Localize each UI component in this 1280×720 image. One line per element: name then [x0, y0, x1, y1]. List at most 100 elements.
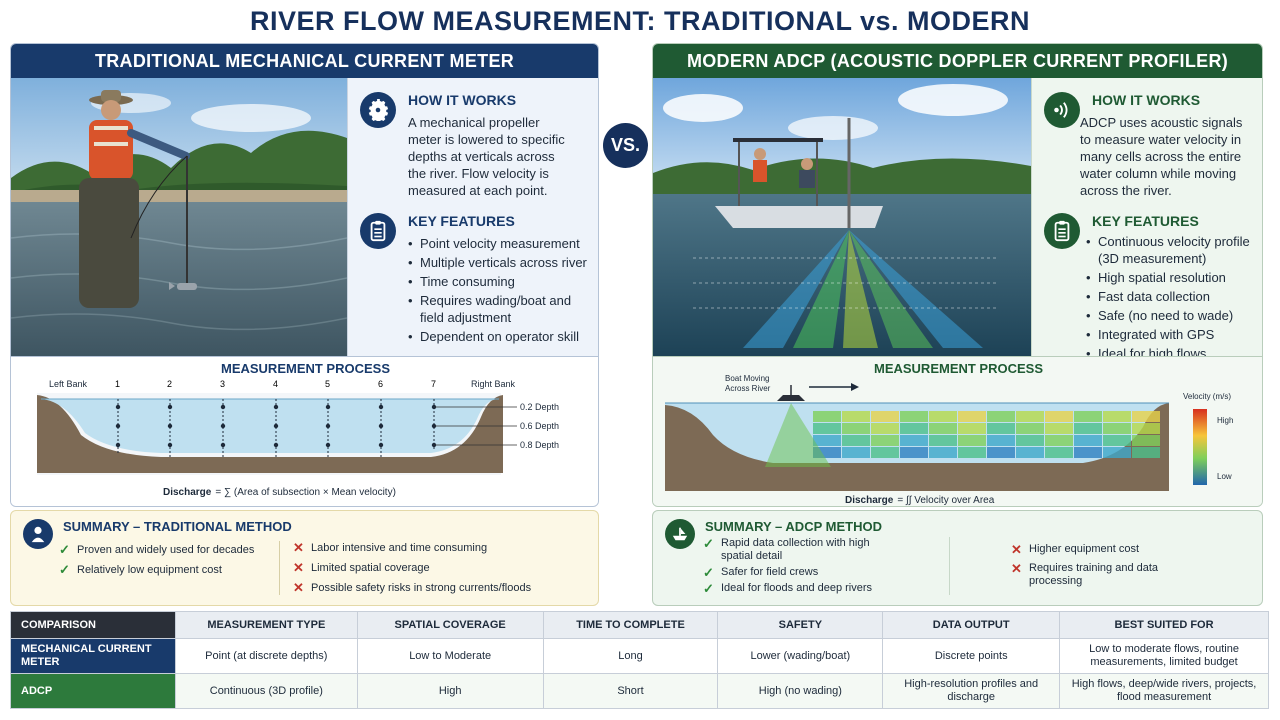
table-header-row: COMPARISON MEASUREMENT TYPE SPATIAL COVE…	[10, 611, 1269, 639]
vertical-label: 2	[167, 379, 172, 389]
velocity-cell	[900, 447, 928, 458]
table-cell: ADCP	[10, 673, 176, 709]
column-header: BEST SUITED FOR	[1059, 611, 1269, 639]
how-it-works-text: A mechanical propeller meter is lowered …	[408, 115, 565, 198]
discharge-label: Discharge	[163, 487, 212, 498]
summary-title: SUMMARY – ADCP METHOD	[705, 519, 882, 534]
modern-info: HOW IT WORKS ADCP uses acoustic signals …	[1031, 78, 1262, 362]
con-item: ✕Possible safety risks in strong current…	[293, 580, 532, 595]
comparison-table: COMPARISON MEASUREMENT TYPE SPATIAL COVE…	[10, 611, 1269, 709]
pro-item: ✓Rapid data collection with high spatial…	[703, 536, 870, 562]
velocity-cell	[900, 435, 928, 446]
velocity-legend-bar	[1193, 409, 1207, 485]
vertical-label: 5	[325, 379, 330, 389]
velocity-cell	[842, 411, 870, 422]
modern-features-list: Continuous velocity profile (3D measurem…	[1086, 233, 1261, 362]
table-cell: Short	[542, 673, 719, 709]
how-it-works-block: HOW IT WORKS ADCP uses acoustic signals …	[1042, 92, 1254, 199]
depth-label: 0.6 Depth	[520, 421, 559, 431]
measurement-point	[325, 423, 331, 429]
legend-low: Low	[1217, 472, 1232, 481]
clipboard-icon	[360, 213, 396, 249]
traditional-summary: SUMMARY – TRADITIONAL METHOD ✓Proven and…	[10, 510, 599, 606]
adcp-cons: ✕Higher equipment cost ✕Requires trainin…	[1011, 543, 1171, 594]
cross-icon: ✕	[1011, 542, 1022, 557]
check-icon: ✓	[59, 542, 70, 557]
vertical-label: 7	[431, 379, 436, 389]
depth-label: 0.8 Depth	[520, 440, 559, 450]
legend-high: High	[1217, 416, 1233, 425]
feature-item: Point velocity measurement	[408, 235, 588, 252]
boat-icon	[665, 519, 695, 549]
how-it-works-text: ADCP uses acoustic signals to measure wa…	[1080, 115, 1243, 198]
cross-icon: ✕	[1011, 561, 1022, 576]
pro-item: ✓Safer for field crews	[703, 565, 819, 580]
velocity-cell	[1016, 411, 1044, 422]
traditional-process: MEASUREMENT PROCESS Left Bank Right Bank…	[11, 356, 598, 506]
feature-item: Fast data collection	[1086, 288, 1261, 305]
velocity-cell	[1103, 447, 1131, 458]
cross-icon: ✕	[293, 580, 304, 595]
traditional-features-list: Point velocity measurement Multiple vert…	[408, 235, 588, 345]
velocity-cell	[958, 435, 986, 446]
measurement-point	[431, 404, 437, 410]
feature-item: Integrated with GPS	[1086, 326, 1261, 343]
velocity-cell	[958, 447, 986, 458]
column-header: DATA OUTPUT	[882, 611, 1061, 639]
velocity-cell	[842, 423, 870, 434]
velocity-cell	[987, 435, 1015, 446]
summary-divider	[949, 537, 950, 595]
measurement-point	[167, 423, 173, 429]
measurement-point	[273, 404, 279, 410]
table-cell: MECHANICAL CURRENT METER	[10, 638, 176, 674]
velocity-cell	[1045, 435, 1073, 446]
measurement-point	[325, 404, 331, 410]
key-features-block: KEY FEATURES	[1042, 213, 1254, 249]
discharge-formula: = ∫∫ Velocity over Area	[897, 495, 994, 506]
feature-item: Multiple verticals across river	[408, 254, 588, 271]
sound-wave-icon	[1044, 92, 1080, 128]
depth-label: 0.2 Depth	[520, 402, 559, 412]
velocity-cell	[1045, 447, 1073, 458]
table-cell: Low to moderate flows, routine measureme…	[1059, 638, 1269, 674]
velocity-cell	[842, 447, 870, 458]
key-features-title: KEY FEATURES	[408, 213, 515, 229]
feature-item: Time consuming	[408, 273, 588, 290]
velocity-cell	[1132, 435, 1160, 446]
wading-scene-illustration	[11, 78, 347, 356]
vertical-label: 3	[220, 379, 225, 389]
velocity-cell	[929, 447, 957, 458]
svg-text:Discharge= ∑ (Area of subsecti: Discharge= ∑ (Area of subsection × Mean …	[163, 487, 396, 498]
table-cell: Low to Moderate	[356, 638, 544, 674]
right-bank-label: Right Bank	[471, 379, 516, 389]
measurement-point	[115, 423, 121, 429]
cross-icon: ✕	[293, 560, 304, 575]
clipboard-icon	[1044, 213, 1080, 249]
left-bank-label: Left Bank	[49, 379, 88, 389]
summary-title: SUMMARY – TRADITIONAL METHOD	[63, 519, 292, 534]
velocity-cell	[1016, 447, 1044, 458]
feature-item: Dependent on operator skill	[408, 328, 588, 345]
velocity-cell	[1074, 435, 1102, 446]
velocity-cell	[1103, 435, 1131, 446]
feature-item: High spatial resolution	[1086, 269, 1261, 286]
velocity-cell	[900, 423, 928, 434]
svg-text:Discharge= ∫∫ Velocity over Ar: Discharge= ∫∫ Velocity over Area	[845, 495, 995, 506]
vs-badge: VS.	[603, 123, 648, 168]
velocity-cell	[871, 411, 899, 422]
con-item: ✕Requires training and data processing	[1011, 561, 1159, 587]
velocity-cells-group	[813, 411, 1160, 458]
velocity-cell	[1074, 411, 1102, 422]
velocity-cell	[929, 435, 957, 446]
velocity-cell	[1074, 447, 1102, 458]
vertical-label: 6	[378, 379, 383, 389]
how-it-works-title: HOW IT WORKS	[408, 92, 517, 108]
velocity-cell	[958, 411, 986, 422]
velocity-cell	[929, 411, 957, 422]
adcp-cross-section-diagram: Boat Moving Across River Velocity (m/s) …	[665, 374, 1233, 506]
column-header: SPATIAL COVERAGE	[356, 611, 544, 639]
boat-moving-label: Boat Moving	[725, 374, 769, 383]
measurement-point	[220, 442, 226, 448]
table-cell: High flows, deep/wide rivers, projects, …	[1059, 673, 1269, 709]
boat-photo	[653, 78, 1031, 356]
